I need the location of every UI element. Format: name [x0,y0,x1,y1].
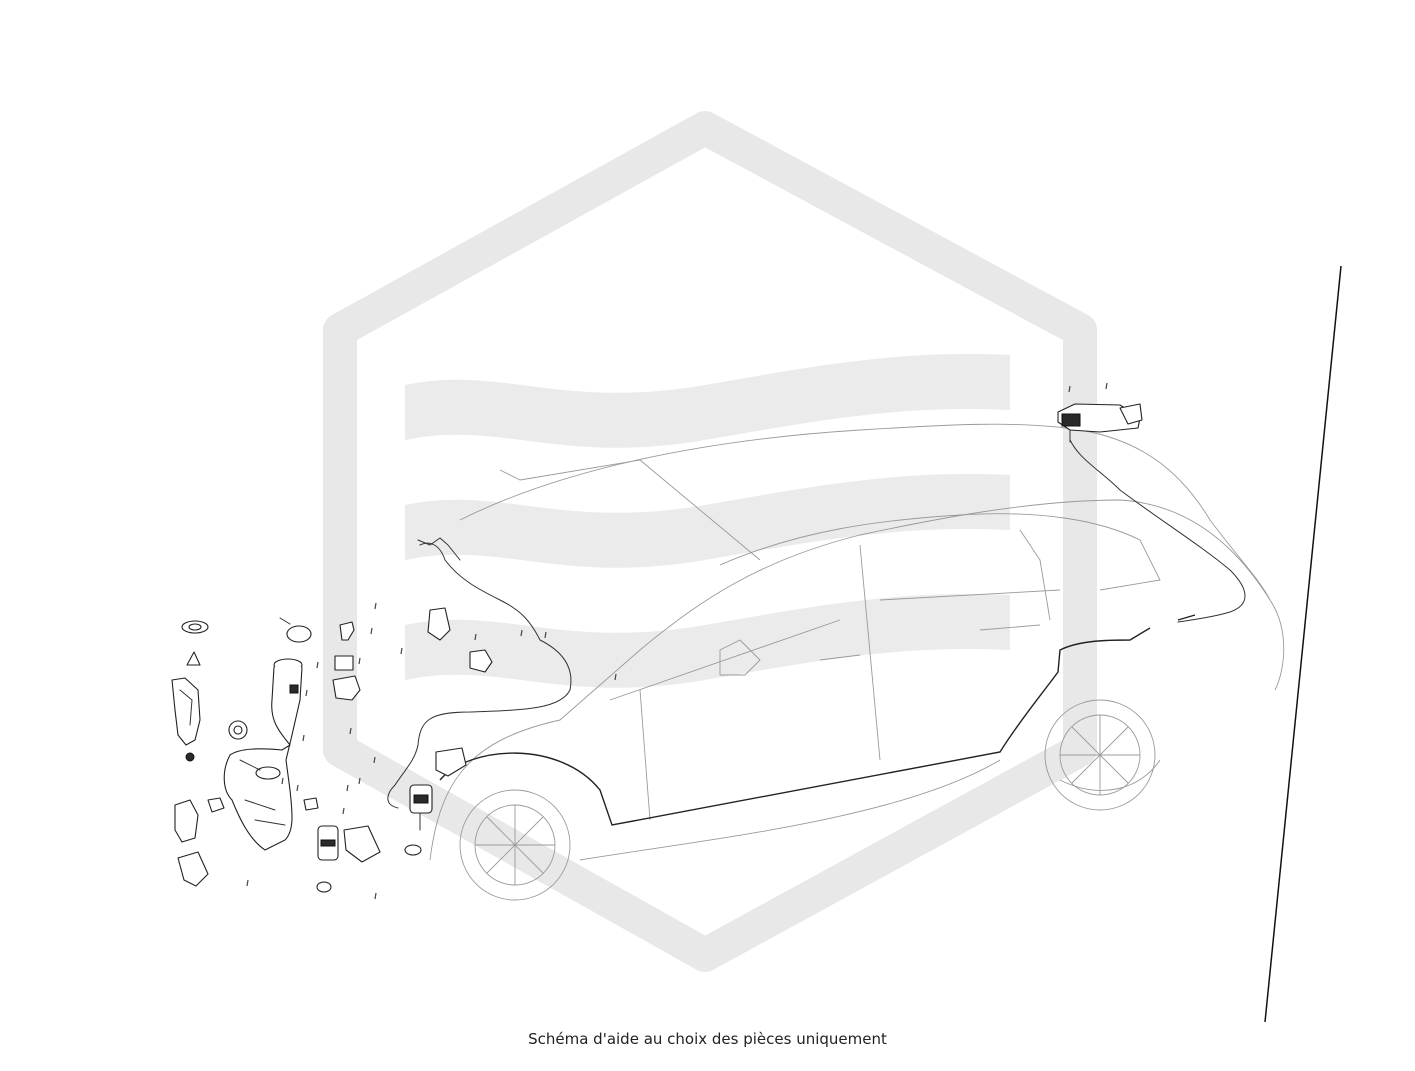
watermark-hexagon [323,111,1097,972]
watermark-wave-bottom [405,594,1010,688]
level-sensor-bracket-part [171,677,201,762]
watermark-wave-middle [405,474,1010,568]
front-washer-pump-part [409,747,467,831]
washer-reservoir-part [223,658,303,851]
reference-ticks [246,602,617,900]
washer-hose-assembly [387,439,1246,809]
level-sensor-part [174,799,209,887]
diagram-caption: Schéma d'aide au choix des pièces unique… [528,1030,887,1048]
page-border-line [1264,265,1342,1023]
rear-washer-pump-part [1057,382,1143,443]
watermark-wave-top [405,354,1010,448]
car-outline [429,423,1285,901]
watermark-logo [323,111,1097,972]
washer-pump-secondary-part [317,825,381,863]
small-parts [181,607,493,893]
